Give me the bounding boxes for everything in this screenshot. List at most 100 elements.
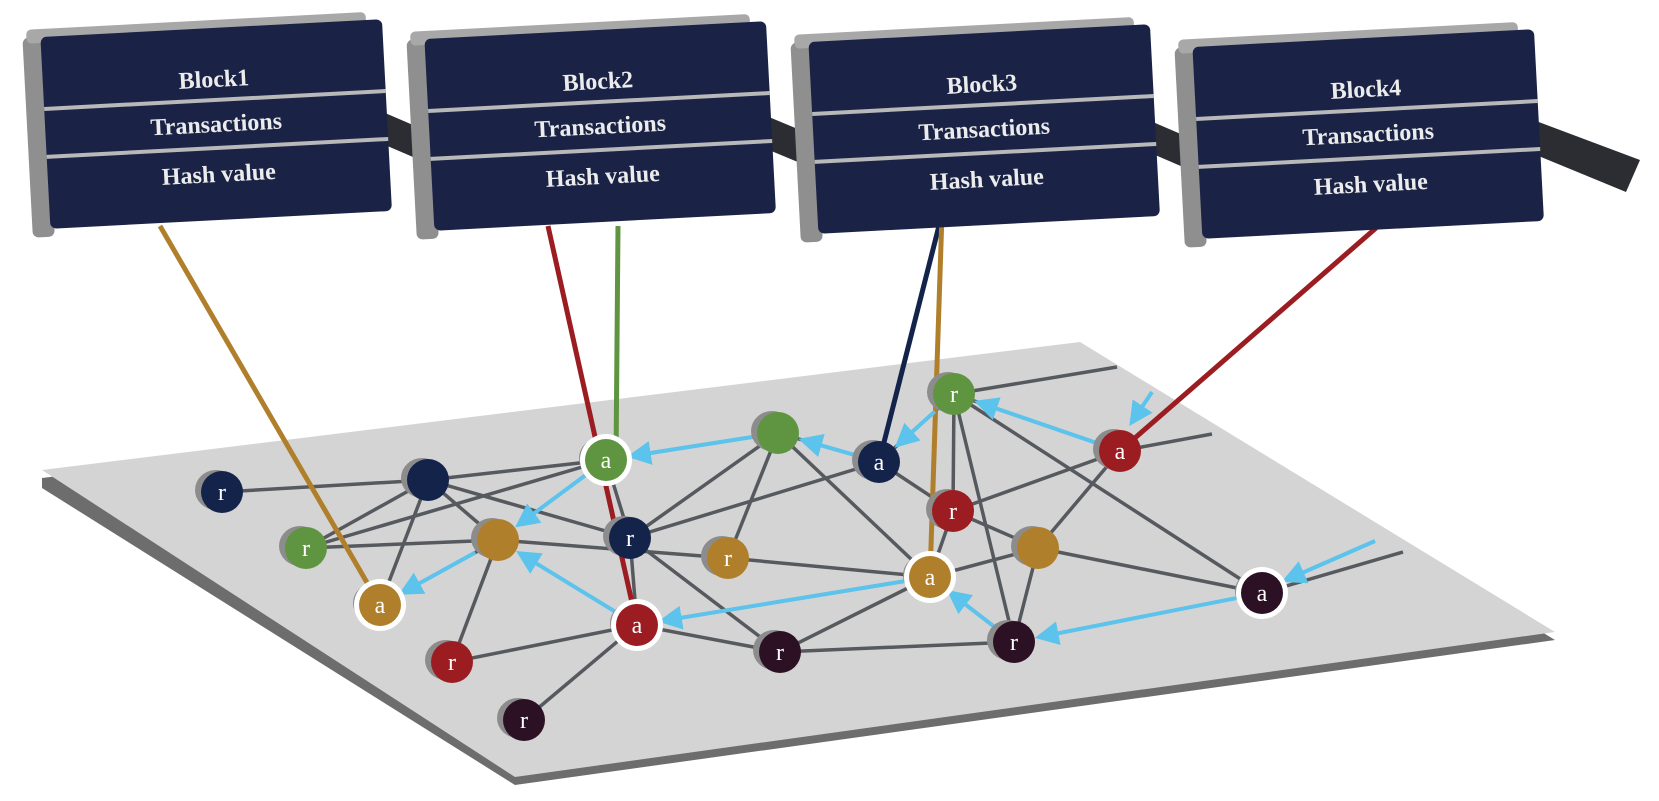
- node-disc: [1241, 572, 1283, 614]
- flow-arrow-n17-n9: [516, 551, 616, 614]
- node-disc: [1099, 430, 1141, 472]
- block-3-divider-2: [814, 141, 1157, 164]
- node-label: r: [520, 708, 528, 734]
- node-disc: [909, 556, 951, 598]
- node-n8[interactable]: r: [279, 526, 327, 569]
- node-n14[interactable]: a: [903, 551, 956, 603]
- link-block1-n16: [157, 224, 383, 607]
- link-block4-n7: [1118, 226, 1378, 453]
- block-4-divider-2: [1198, 146, 1541, 169]
- link-block3-n5: [876, 213, 945, 463]
- node-disc: [477, 519, 519, 561]
- node-disc: [759, 631, 801, 673]
- node-disc: [585, 439, 627, 481]
- flow-arrow-n9-n16: [398, 550, 477, 595]
- edge-n9-n18: [450, 539, 500, 663]
- node-disc: [933, 373, 975, 415]
- node-n3[interactable]: a: [579, 434, 632, 486]
- node-disc: [431, 641, 473, 683]
- node-n5[interactable]: a: [852, 440, 900, 483]
- node-n18[interactable]: r: [425, 640, 473, 683]
- edge-n2-n3: [427, 458, 607, 482]
- node-n16[interactable]: a: [353, 579, 406, 631]
- block-1-hash: Hash value: [161, 159, 277, 191]
- node-n10[interactable]: r: [603, 516, 651, 559]
- block-3-face: [808, 24, 1160, 234]
- edge-n1-n2: [221, 478, 429, 494]
- block-3-title: Block3: [946, 70, 1018, 100]
- node-n12[interactable]: r: [926, 489, 974, 532]
- node-disc: [858, 441, 900, 483]
- block-2[interactable]: Block2 Transactions Hash value: [406, 13, 776, 240]
- edge-n19-n20: [779, 640, 1015, 654]
- node-disc: [993, 621, 1035, 663]
- node-label: a: [601, 448, 612, 474]
- flow-arrow-n7-n6: [974, 397, 1097, 445]
- node-label: a: [1257, 581, 1268, 607]
- edge-n10-n19: [628, 536, 782, 654]
- node-disc: [1017, 527, 1059, 569]
- node-n2[interactable]: [401, 458, 449, 501]
- node-n4[interactable]: [751, 411, 799, 454]
- node-n21[interactable]: r: [497, 698, 545, 741]
- edge-n6-n15: [953, 392, 1263, 595]
- node-disc: [609, 517, 651, 559]
- edge-n19-n14: [779, 575, 931, 654]
- node-label: a: [874, 450, 885, 476]
- flow-arrow-incoming-2: [1281, 539, 1376, 584]
- node-label: r: [218, 480, 226, 506]
- node-label: r: [1010, 630, 1018, 656]
- node-label: a: [1115, 439, 1126, 465]
- flow-arrow-n4-n3: [626, 435, 753, 465]
- block-4[interactable]: Block4 Transactions Hash value: [1174, 21, 1544, 248]
- node-n7[interactable]: a: [1093, 429, 1141, 472]
- edge-n4-n11: [726, 432, 780, 559]
- node-n17[interactable]: a: [610, 599, 663, 651]
- edge-n13-n15: [1037, 546, 1263, 595]
- node-n13[interactable]: [1011, 526, 1059, 569]
- block-4-hash: Hash value: [1313, 169, 1429, 201]
- block-2-title: Block2: [562, 67, 634, 97]
- node-n1[interactable]: r: [195, 470, 243, 513]
- flow-arrow-n20-n14: [946, 589, 995, 628]
- node-disc: [616, 604, 658, 646]
- node-label: a: [925, 565, 936, 591]
- node-disc: [285, 527, 327, 569]
- block-2-hash: Hash value: [545, 161, 661, 193]
- node-n11[interactable]: r: [701, 536, 749, 579]
- node-label: a: [632, 613, 643, 639]
- node-label: a: [375, 593, 386, 619]
- edge-n11-n14: [727, 556, 931, 579]
- block-2-divider-2: [430, 138, 773, 161]
- flow-arrow-n14-n17: [657, 579, 905, 630]
- node-n19[interactable]: r: [753, 630, 801, 673]
- node-label: r: [302, 536, 310, 562]
- node-n20[interactable]: r: [987, 620, 1035, 663]
- node-label: r: [626, 526, 634, 552]
- block-1-divider-2: [46, 136, 389, 159]
- node-n9[interactable]: [471, 518, 519, 561]
- node-disc: [757, 412, 799, 454]
- chain-link-tail: [1512, 112, 1640, 192]
- flow-arrow-n5-n4: [798, 433, 855, 458]
- edge-n17-n18: [451, 623, 638, 664]
- link-block2-n3: [613, 225, 621, 461]
- block-1-title: Block1: [178, 65, 250, 95]
- block-4-title: Block4: [1330, 75, 1402, 105]
- block-2-divider-1: [428, 91, 770, 113]
- network-nodes: r a a r a r r r r a a a a r r r r: [195, 372, 1288, 741]
- flow-arrow-n6-n5: [894, 409, 937, 448]
- flow-arrow-n15-n20: [1034, 596, 1237, 646]
- edge-n6-n20: [952, 393, 1016, 643]
- link-block2-n17: [545, 225, 640, 626]
- block-3[interactable]: Block3 Transactions Hash value: [790, 16, 1160, 243]
- block-3-divider-1: [812, 94, 1154, 116]
- node-n6[interactable]: r: [927, 372, 975, 415]
- platform-top: [42, 342, 1555, 777]
- block-1[interactable]: Block1 Transactions Hash value: [22, 11, 392, 238]
- flow-arrow-incoming-1: [1129, 390, 1154, 426]
- block-3-hash: Hash value: [929, 164, 1045, 196]
- node-n15[interactable]: a: [1235, 567, 1288, 619]
- node-disc: [359, 584, 401, 626]
